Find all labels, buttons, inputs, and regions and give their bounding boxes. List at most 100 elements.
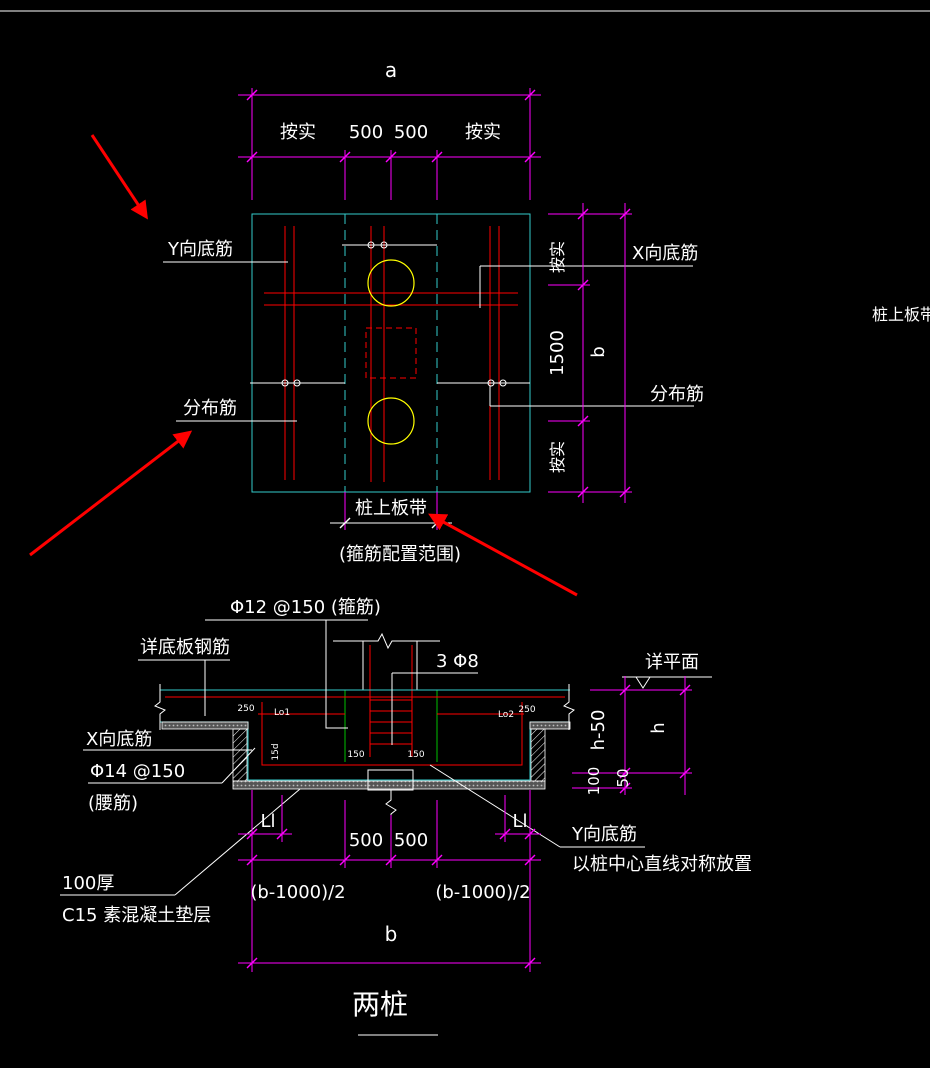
label-stirrup-offset-right: 150 (407, 750, 424, 760)
rebar-dot (281, 379, 289, 387)
rebar-dot (499, 379, 507, 387)
dim-label-lap-right: Ll (512, 811, 527, 832)
section-slab: 250 Lo1 Lo2 250 15d 150 150 (154, 684, 575, 818)
dim-label-side-right: (b-1000)/2 (435, 882, 530, 903)
label-hook-15d: 15d (271, 743, 281, 760)
section-leaders: Φ12 @150 (箍筋) 3 Φ8 详底板钢筋 X向底筋 Φ14 @150 (… (60, 597, 752, 926)
label-waist-rebar: Φ14 @150 (90, 761, 185, 782)
label-strip-note: (箍筋配置范围) (339, 544, 461, 565)
pit-wall-hatch-left (232, 728, 248, 782)
dim-label-right-bottom: 按实 (548, 441, 567, 473)
dimension-tick (619, 684, 631, 696)
label-cushion-note: C15 素混凝土垫层 (62, 905, 211, 926)
dim-label-top-left: 按实 (280, 122, 316, 143)
dimension-tick (385, 151, 397, 163)
dim-label-right-top: 按实 (548, 241, 567, 273)
plan-strip-label: 桩上板带 (箍筋配置范围) (330, 492, 461, 565)
dimension-tick (679, 767, 691, 779)
dimension-tick (524, 854, 536, 866)
plan-top-dimensions: a 按实 500 500 按实 (238, 58, 541, 200)
rebar-dot (487, 379, 495, 387)
dim-label-lap-left: Ll (260, 811, 275, 832)
label-anchor-lo1: Lo1 (274, 708, 290, 718)
dim-label-b-plan: b (588, 346, 609, 357)
dimension-tick (577, 486, 589, 498)
pit-bottom-rebar (261, 702, 523, 766)
label-anchor-lo2: Lo2 (498, 710, 514, 720)
dim-label-h: h (648, 722, 669, 733)
dim-label-top-500-left: 500 (349, 122, 383, 143)
slab-cover-left (161, 721, 249, 730)
red-arrow-3 (428, 513, 578, 597)
dim-label-50: 50 (614, 768, 632, 787)
dim-label-h-50: h-50 (588, 710, 609, 751)
label-anchor-250-right: 250 (518, 705, 535, 715)
leader-line (221, 747, 256, 784)
dimension-tick (246, 151, 258, 163)
label-waist-rebar-note: (腰筋) (88, 793, 138, 814)
label-x-bottom-rebar: X向底筋 (632, 243, 698, 264)
red-arrow-2 (29, 430, 193, 557)
dimension-tick (339, 854, 351, 866)
dimension-tick (524, 89, 536, 101)
pile-circle-top (367, 259, 415, 307)
label-side-cut-off: 桩上板带钢 (872, 305, 930, 324)
dimension-tick (679, 684, 691, 696)
dimension-tick (339, 517, 351, 529)
label-level: 详平面 (645, 652, 699, 673)
label-distribution-rebar-right: 分布筋 (650, 384, 704, 405)
dim-label-side-left: (b-1000)/2 (250, 882, 345, 903)
dimension-tick (577, 279, 589, 291)
pile-break-line (385, 790, 397, 818)
section-bottom-dimensions: Ll Ll 500 500 (b-1000)/2 (b-1000)/2 b (238, 790, 541, 972)
dimension-tick (431, 151, 443, 163)
dimension-tick (577, 208, 589, 220)
dimension-tick (339, 151, 351, 163)
label-x-rebar-section: X向底筋 (86, 729, 152, 750)
dimension-tick (524, 151, 536, 163)
rebar-dot (293, 379, 301, 387)
pit-wall-hatch-right (530, 728, 546, 782)
pit-outline (160, 721, 570, 781)
label-slab-rebar: 详底板钢筋 (140, 637, 230, 658)
dim-label-b-section: b (385, 922, 398, 946)
concrete-cushion (232, 780, 546, 790)
dimension-tick (499, 828, 511, 840)
dimension-tick (524, 957, 536, 969)
slab-cover-right (529, 721, 571, 730)
plan-cap-body (250, 213, 531, 493)
plan-right-dimensions: 按实 1500 按实 b (547, 203, 632, 503)
column-outline-dashed (365, 327, 417, 379)
dimension-tick (246, 89, 258, 101)
label-distribution-rebar-left: 分布筋 (183, 398, 237, 419)
dimension-tick (619, 767, 631, 779)
section-column (333, 632, 440, 762)
leader-line (325, 620, 348, 729)
label-column-rebar: 3 Φ8 (436, 651, 479, 672)
leader-line (429, 764, 561, 848)
dimension-tick (276, 828, 288, 840)
dimension-tick (577, 415, 589, 427)
dimension-tick (619, 208, 631, 220)
dim-label-top-500-right: 500 (394, 122, 428, 143)
dim-label-top-right: 按实 (465, 122, 501, 143)
label-anchor-250-left: 250 (237, 704, 254, 714)
label-cushion: 100厚 (62, 873, 114, 894)
pile-circle-bottom (367, 397, 415, 445)
pile-cap-outline (251, 213, 531, 493)
slab-break-left (154, 684, 166, 730)
level-marker-icon (635, 676, 651, 689)
annotation-arrows (29, 134, 578, 597)
dimension-tick (431, 854, 443, 866)
dimension-tick (619, 782, 631, 794)
leader-line (174, 788, 301, 896)
label-y-rebar-section: Y向底筋 (571, 824, 637, 845)
label-stirrup: Φ12 @150 (箍筋) (230, 597, 381, 618)
rebar-dot (367, 241, 375, 249)
dimension-tick (246, 957, 258, 969)
dim-label-a: a (385, 58, 397, 82)
dimension-tick (246, 854, 258, 866)
rebar-dot (380, 241, 388, 249)
label-strip: 桩上板带 (355, 498, 427, 519)
